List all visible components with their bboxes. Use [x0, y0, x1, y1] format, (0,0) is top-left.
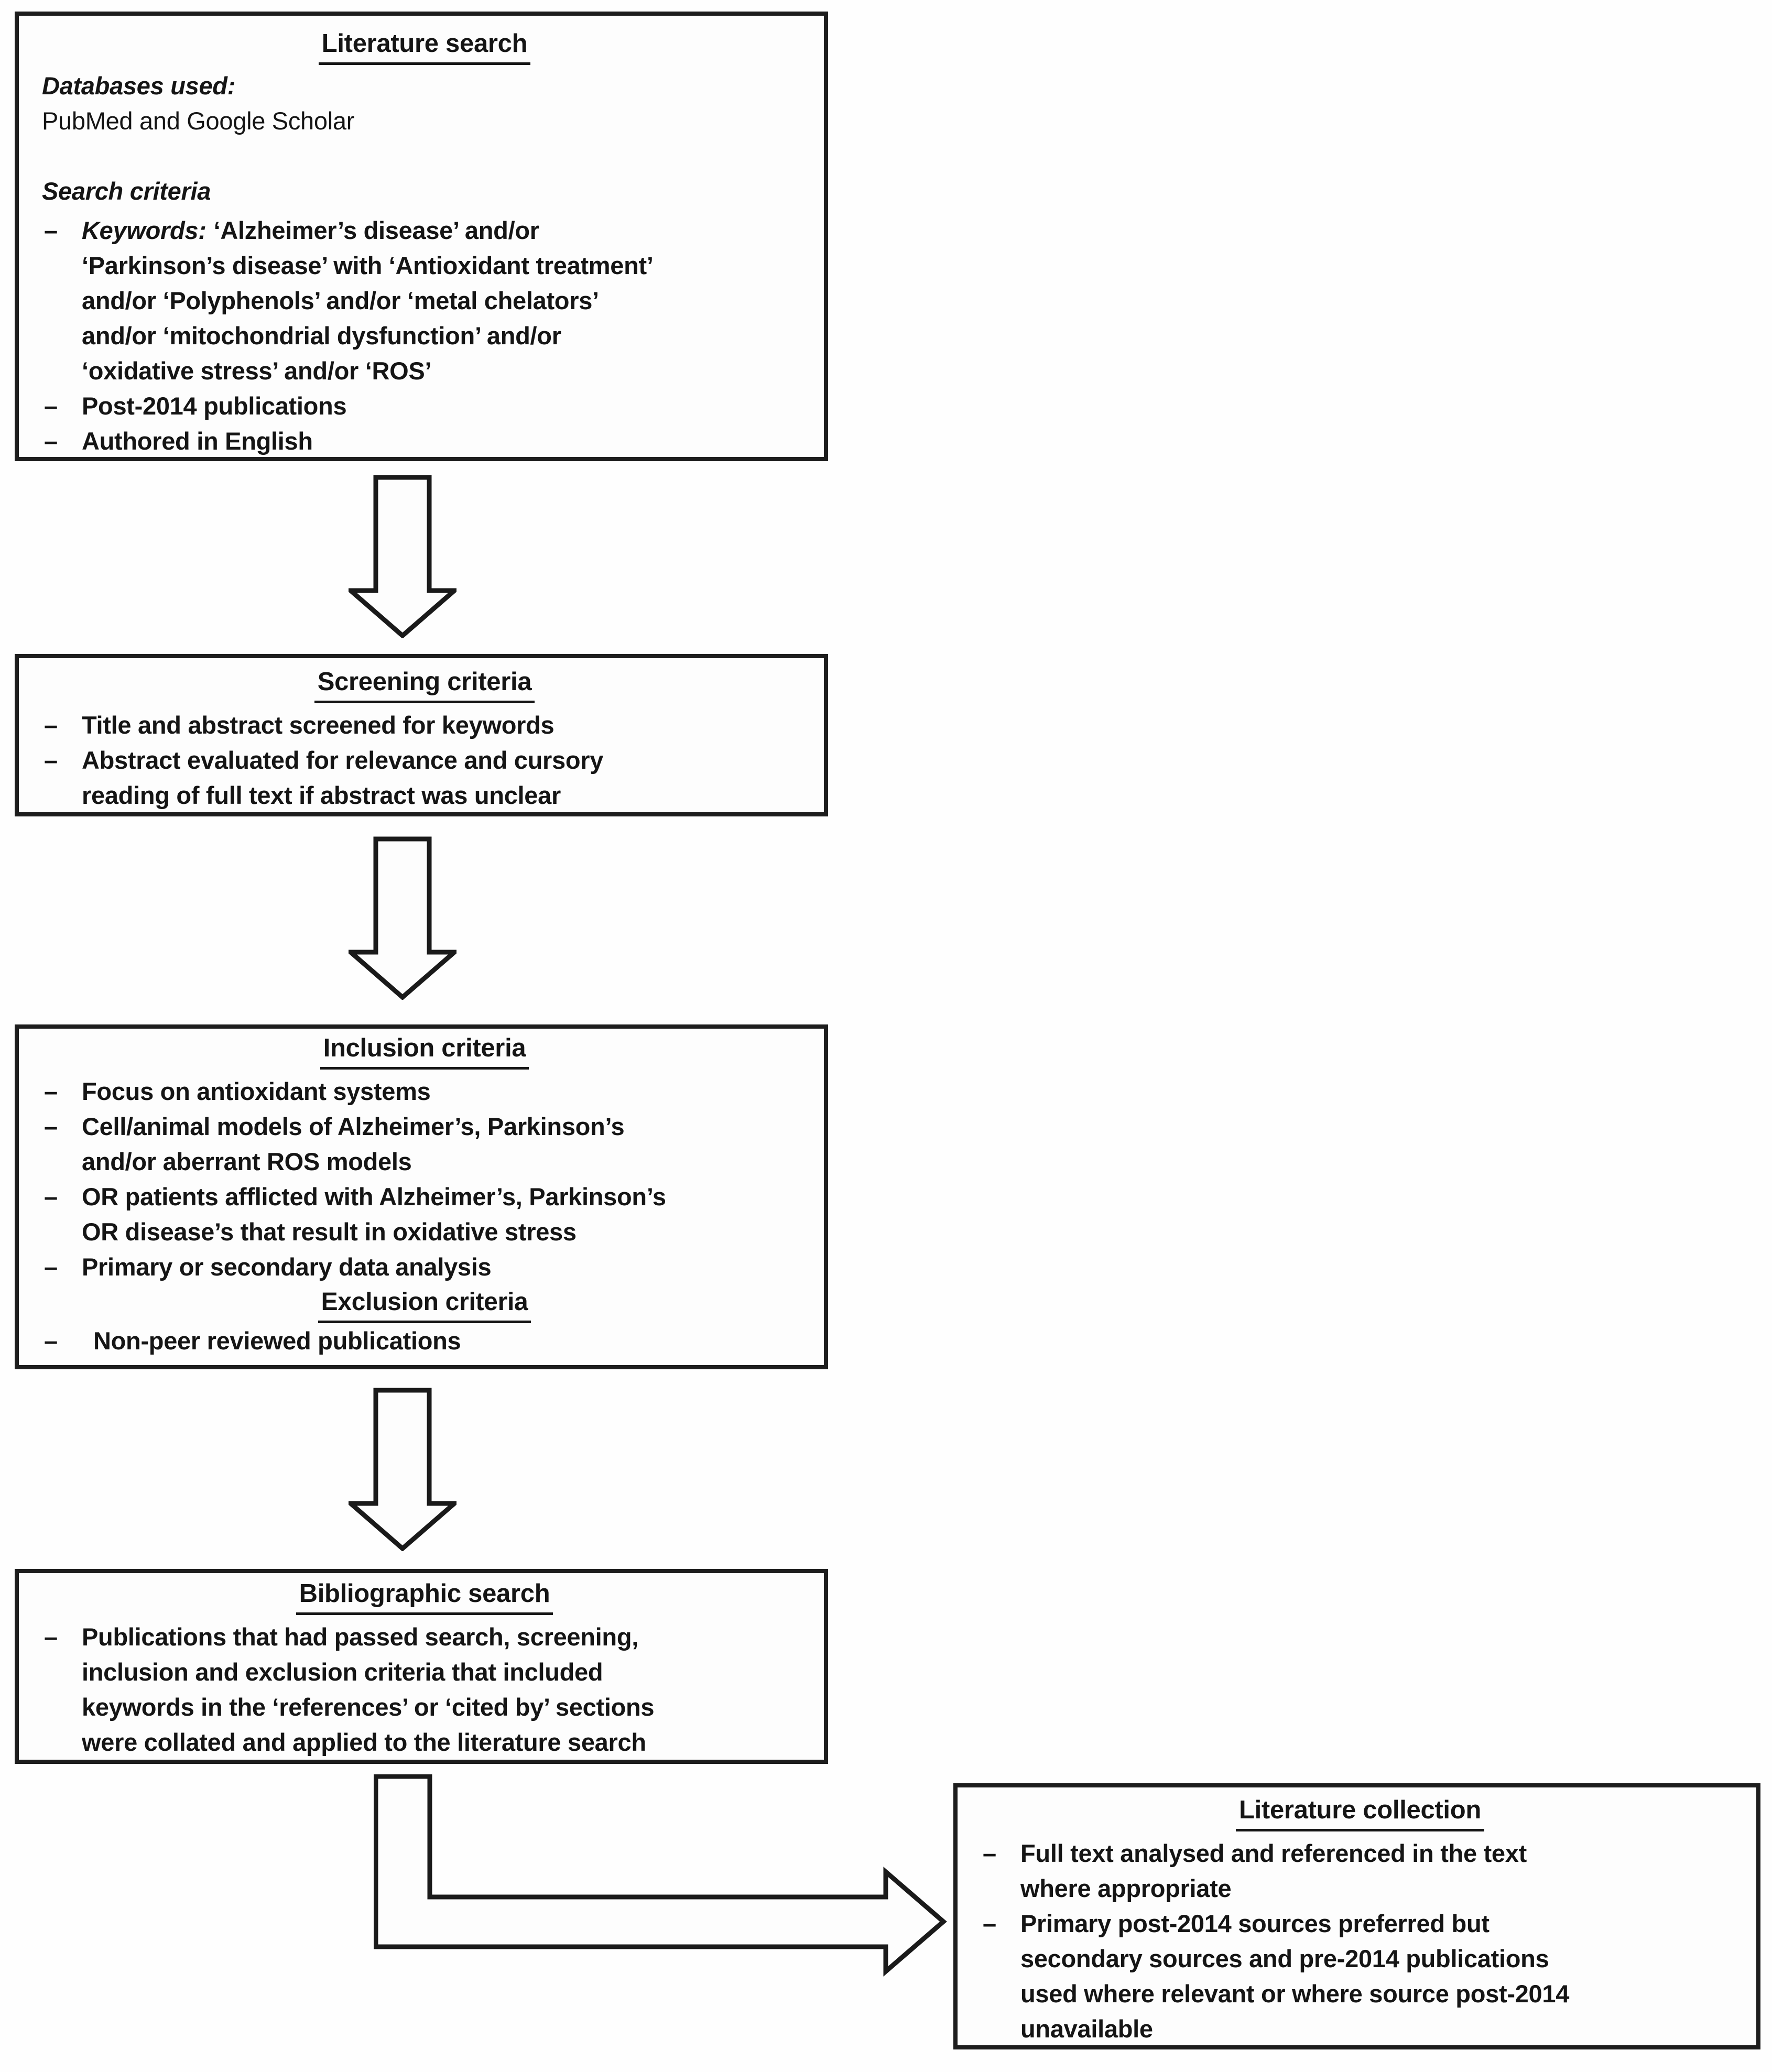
- bullet-dash: –: [44, 1623, 58, 1651]
- bullet-dash: –: [44, 427, 58, 455]
- bullet-dash: –: [44, 216, 58, 244]
- list-item: – Cell/animal models of Alzheimer’s, Par…: [40, 1109, 809, 1179]
- screening-bullet-2-line-2: reading of full text if abstract was unc…: [82, 781, 561, 809]
- bullet-dash: –: [44, 1113, 58, 1140]
- bibliographic-bullet-line-4: were collated and applied to the literat…: [82, 1728, 646, 1756]
- list-item: – Non-peer reviewed publications: [40, 1323, 809, 1358]
- bullet-dash: –: [44, 1077, 58, 1105]
- box-literature-collection: Literature collection – Full text analys…: [953, 1783, 1760, 2049]
- bullet-dash: –: [44, 392, 58, 420]
- keywords-line-2: ‘Parkinson’s disease’ with ‘Antioxidant …: [82, 252, 654, 279]
- exclusion-criteria-title: Exclusion criteria: [318, 1284, 531, 1323]
- collection-bullet-1-line-1: Full text analysed and referenced in the…: [1020, 1839, 1527, 1867]
- english-text: Authored in English: [82, 427, 313, 455]
- inclusion-bullet-4: Primary or secondary data analysis: [82, 1253, 492, 1281]
- bullet-dash: –: [983, 1910, 996, 1937]
- bibliographic-search-title: Bibliographic search: [296, 1577, 553, 1615]
- box-literature-search: Literature search Databases used: PubMed…: [15, 12, 828, 461]
- databases-used-label: Databases used:: [42, 72, 236, 100]
- collection-bullet-2-line-2: secondary sources and pre-2014 publicati…: [1020, 1945, 1549, 1972]
- bullet-dash: –: [44, 711, 58, 739]
- inclusion-bullet-2-line-1: Cell/animal models of Alzheimer’s, Parki…: [82, 1113, 625, 1140]
- keywords-line-4: and/or ‘mitochondrial dysfunction’ and/o…: [82, 322, 561, 350]
- exclusion-bullet-1: Non-peer reviewed publications: [93, 1327, 461, 1355]
- databases-used-value: PubMed and Google Scholar: [42, 107, 355, 135]
- bibliographic-bullet-line-3: keywords in the ‘references’ or ‘cited b…: [82, 1693, 655, 1721]
- collection-bullet-2-line-1: Primary post-2014 sources preferred but: [1020, 1910, 1490, 1937]
- inclusion-bullet-2-line-2: and/or aberrant ROS models: [82, 1148, 412, 1175]
- post2014-text: Post-2014 publications: [82, 392, 347, 420]
- bullet-dash: –: [44, 1327, 58, 1355]
- collection-bullet-2-line-3: used where relevant or where source post…: [1020, 1980, 1570, 2008]
- down-arrow-icon: [349, 836, 456, 1000]
- list-item-post2014: – Post-2014 publications: [40, 388, 809, 423]
- inclusion-bullet-1: Focus on antioxidant systems: [82, 1077, 431, 1105]
- screening-criteria-list: – Title and abstract screened for keywor…: [40, 707, 809, 813]
- keywords-line-5: ‘oxidative stress’ and/or ‘ROS’: [82, 357, 432, 385]
- screening-bullet-2-line-1: Abstract evaluated for relevance and cur…: [82, 746, 604, 774]
- bibliographic-bullet-line-2: inclusion and exclusion criteria that in…: [82, 1658, 603, 1686]
- down-arrow-icon: [349, 1388, 456, 1551]
- list-item: – Primary or secondary data analysis: [40, 1249, 809, 1284]
- list-item: – Focus on antioxidant systems: [40, 1074, 809, 1109]
- list-item: – Full text analysed and referenced in t…: [979, 1836, 1742, 1906]
- keywords-line-3: and/or ‘Polyphenols’ and/or ‘metal chela…: [82, 287, 599, 314]
- literature-search-title: Literature search: [318, 27, 531, 65]
- box-title-row: Bibliographic search: [40, 1577, 809, 1615]
- screening-bullet-1: Title and abstract screened for keywords: [82, 711, 555, 739]
- box-title-row: Literature collection: [979, 1794, 1742, 1831]
- collection-bullet-2-line-4: unavailable: [1020, 2015, 1153, 2043]
- box-subtitle-row: Exclusion criteria: [40, 1284, 809, 1323]
- inclusion-bullet-3-line-1: OR patients afflicted with Alzheimer’s, …: [82, 1183, 666, 1211]
- bullet-dash: –: [983, 1839, 996, 1867]
- list-item: – Primary post-2014 sources preferred bu…: [979, 1906, 1742, 2046]
- bibliographic-search-list: – Publications that had passed search, s…: [40, 1619, 809, 1760]
- inclusion-criteria-list: – Focus on antioxidant systems – Cell/an…: [40, 1074, 809, 1284]
- list-item: – Publications that had passed search, s…: [40, 1619, 809, 1760]
- box-screening-criteria: Screening criteria – Title and abstract …: [15, 654, 828, 816]
- keywords-label: Keywords:: [82, 216, 206, 244]
- collection-bullet-1-line-2: where appropriate: [1020, 1874, 1232, 1902]
- bullet-dash: –: [44, 746, 58, 774]
- list-item: – Abstract evaluated for relevance and c…: [40, 743, 809, 813]
- keywords-bullet-text: Keywords:‘Alzheimer’s disease’ and/or ‘P…: [82, 213, 809, 388]
- bullet-dash: –: [44, 1253, 58, 1281]
- list-item: – Title and abstract screened for keywor…: [40, 707, 809, 743]
- box-title-row: Inclusion criteria: [40, 1032, 809, 1070]
- screening-criteria-title: Screening criteria: [314, 666, 535, 703]
- box-bibliographic-search: Bibliographic search – Publications that…: [15, 1569, 828, 1764]
- literature-collection-title: Literature collection: [1235, 1794, 1485, 1831]
- inclusion-criteria-title: Inclusion criteria: [320, 1032, 529, 1070]
- exclusion-criteria-list: – Non-peer reviewed publications: [40, 1323, 809, 1358]
- box-inclusion-criteria: Inclusion criteria – Focus on antioxidan…: [15, 1024, 828, 1369]
- literature-collection-list: – Full text analysed and referenced in t…: [979, 1836, 1742, 2046]
- box-title-row: Screening criteria: [40, 666, 809, 703]
- search-criteria-list: – Keywords:‘Alzheimer’s disease’ and/or …: [40, 213, 809, 459]
- list-item: – OR patients afflicted with Alzheimer’s…: [40, 1179, 809, 1249]
- bullet-dash: –: [44, 1183, 58, 1211]
- elbow-right-arrow-icon: [374, 1774, 947, 1977]
- list-item-keywords: – Keywords:‘Alzheimer’s disease’ and/or …: [40, 213, 809, 388]
- list-item-english: – Authored in English: [40, 423, 809, 459]
- keywords-line-1: ‘Alzheimer’s disease’ and/or: [213, 216, 539, 244]
- box-title-row: Literature search: [40, 27, 809, 65]
- down-arrow-icon: [349, 475, 456, 638]
- inclusion-bullet-3-line-2: OR disease’s that result in oxidative st…: [82, 1218, 577, 1246]
- search-criteria-label: Search criteria: [42, 177, 211, 205]
- bibliographic-bullet-line-1: Publications that had passed search, scr…: [82, 1623, 639, 1651]
